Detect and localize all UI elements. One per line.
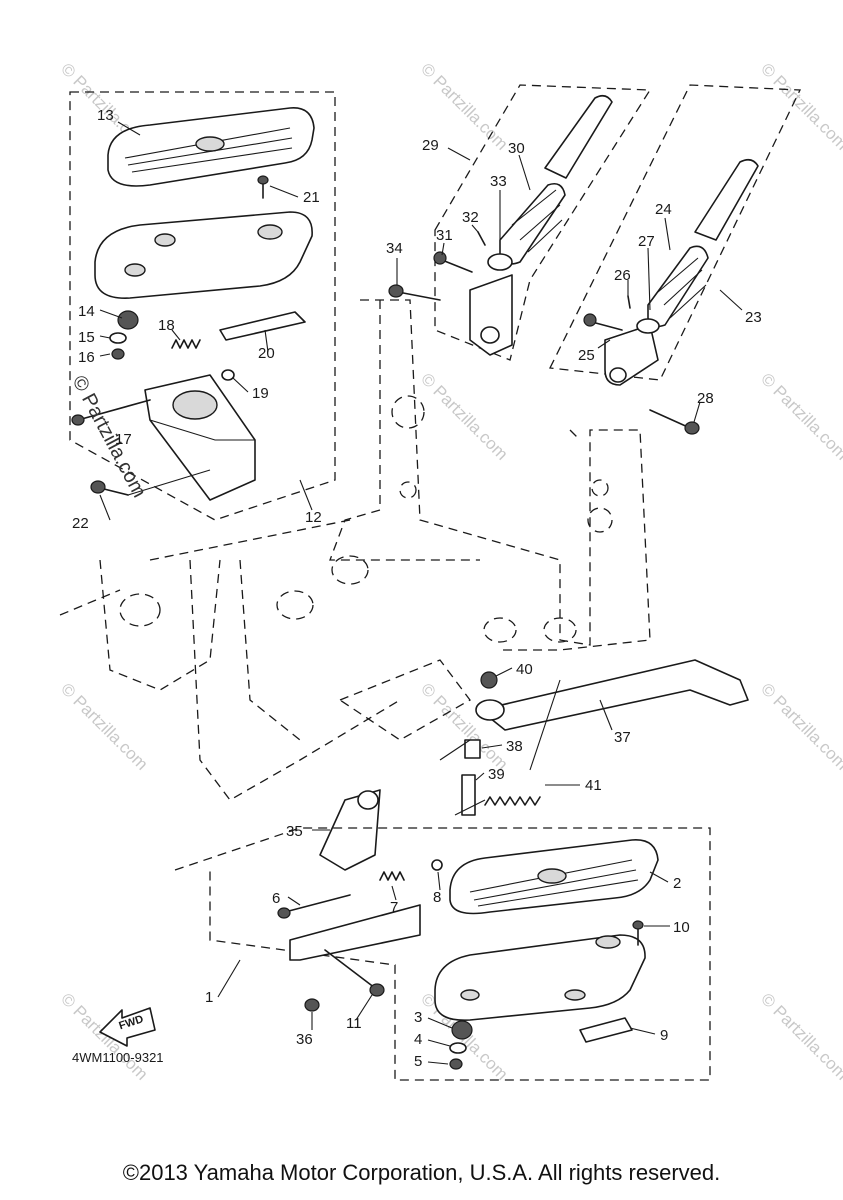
callout-29: 29 [422,137,439,154]
callout-27: 27 [638,233,655,250]
watermark-tile: © Partzilla.com [57,989,151,1083]
callout-23: 23 [745,309,762,326]
washer-15 [109,332,127,344]
callout-2: 2 [673,875,681,892]
callout-18: 18 [158,317,175,334]
callout-12: 12 [305,509,322,526]
callout-40: 40 [516,661,533,678]
damper-3 [451,1020,473,1040]
callout-5: 5 [414,1053,422,1070]
peg-shaft [544,94,613,179]
collar-38 [464,739,481,759]
callout-11: 11 [346,1015,362,1032]
callout-31: 31 [436,227,453,244]
right-footboard-group [174,827,711,1081]
right-peg-group [549,84,802,435]
diagram-code: 4WM1100-9321 [72,1050,164,1065]
callout-17: 17 [115,431,132,448]
cap-40 [480,671,498,689]
sidestand-group [319,659,749,871]
footboard-base-left [94,211,313,299]
peg-rubber-30 [499,182,566,265]
callout-26: 26 [614,267,631,284]
watermark-main: © Partzilla.com [68,372,151,501]
watermark-tile: © Partzilla.com [757,369,843,463]
watermark-tile: © Partzilla.com [417,369,511,463]
callout-21: 21 [303,189,320,206]
callout-33: 33 [490,173,507,190]
callout-30: 30 [508,140,525,157]
callout-22: 22 [72,515,89,532]
spring-41 [484,796,541,806]
callout-25: 25 [578,347,595,364]
copyright-notice: ©2013 Yamaha Motor Corporation, U.S.A. A… [122,1160,721,1185]
bolt-39 [461,774,476,816]
callout-16: 16 [78,349,95,366]
watermark-tile: © Partzilla.com [417,679,511,773]
callout-4: 4 [414,1031,422,1048]
callout-6: 6 [272,890,280,907]
callout-9: 9 [660,1027,668,1044]
callout-8: 8 [433,889,441,906]
callout-38: 38 [506,738,523,755]
callout-20: 20 [258,345,275,362]
peg-shaft-right [694,158,759,241]
arm-20 [219,311,306,341]
callout-36: 36 [296,1031,313,1048]
clip-8 [431,859,443,871]
fwd-arrow: FWD [99,1007,156,1047]
watermark-tile: © Partzilla.com [757,59,843,153]
center-peg-group [388,84,652,361]
footboard-base-right [434,934,646,1021]
clip-19 [221,369,235,381]
callout-35: 35 [286,823,303,840]
washer-4 [449,1042,467,1054]
callout-15: 15 [78,329,95,346]
callout-13: 13 [97,107,114,124]
callout-7: 7 [390,899,398,916]
callouts: 13 21 14 15 16 18 20 19 17 22 12 29 30 3… [72,107,762,1070]
sidestand-37 [479,659,749,731]
callout-10: 10 [673,919,690,936]
callout-28: 28 [697,390,714,407]
callout-41: 41 [585,777,602,794]
bracket-6 [289,904,421,961]
damper-14 [117,310,139,330]
nut-16 [111,348,125,360]
frame-ghost [59,299,651,801]
callout-39: 39 [488,766,505,783]
callout-34: 34 [386,240,403,257]
nut-36 [304,998,320,1012]
watermark-tile: © Partzilla.com [757,989,843,1083]
callout-1: 1 [205,989,213,1006]
peg-rubber-24 [647,245,709,328]
nut-5 [449,1058,463,1070]
callout-32: 32 [462,209,479,226]
callout-24: 24 [655,201,672,218]
callout-3: 3 [414,1009,422,1026]
bracket-35 [319,789,381,871]
watermark-tile: © Partzilla.com [757,679,843,773]
watermark-tile: © Partzilla.com [57,679,151,773]
callout-14: 14 [78,303,95,320]
arm-9 [579,1017,633,1043]
callout-37: 37 [614,729,631,746]
spring-7 [379,871,405,881]
spring-18 [171,339,201,349]
left-footboard-group [69,91,336,521]
callout-19: 19 [252,385,269,402]
